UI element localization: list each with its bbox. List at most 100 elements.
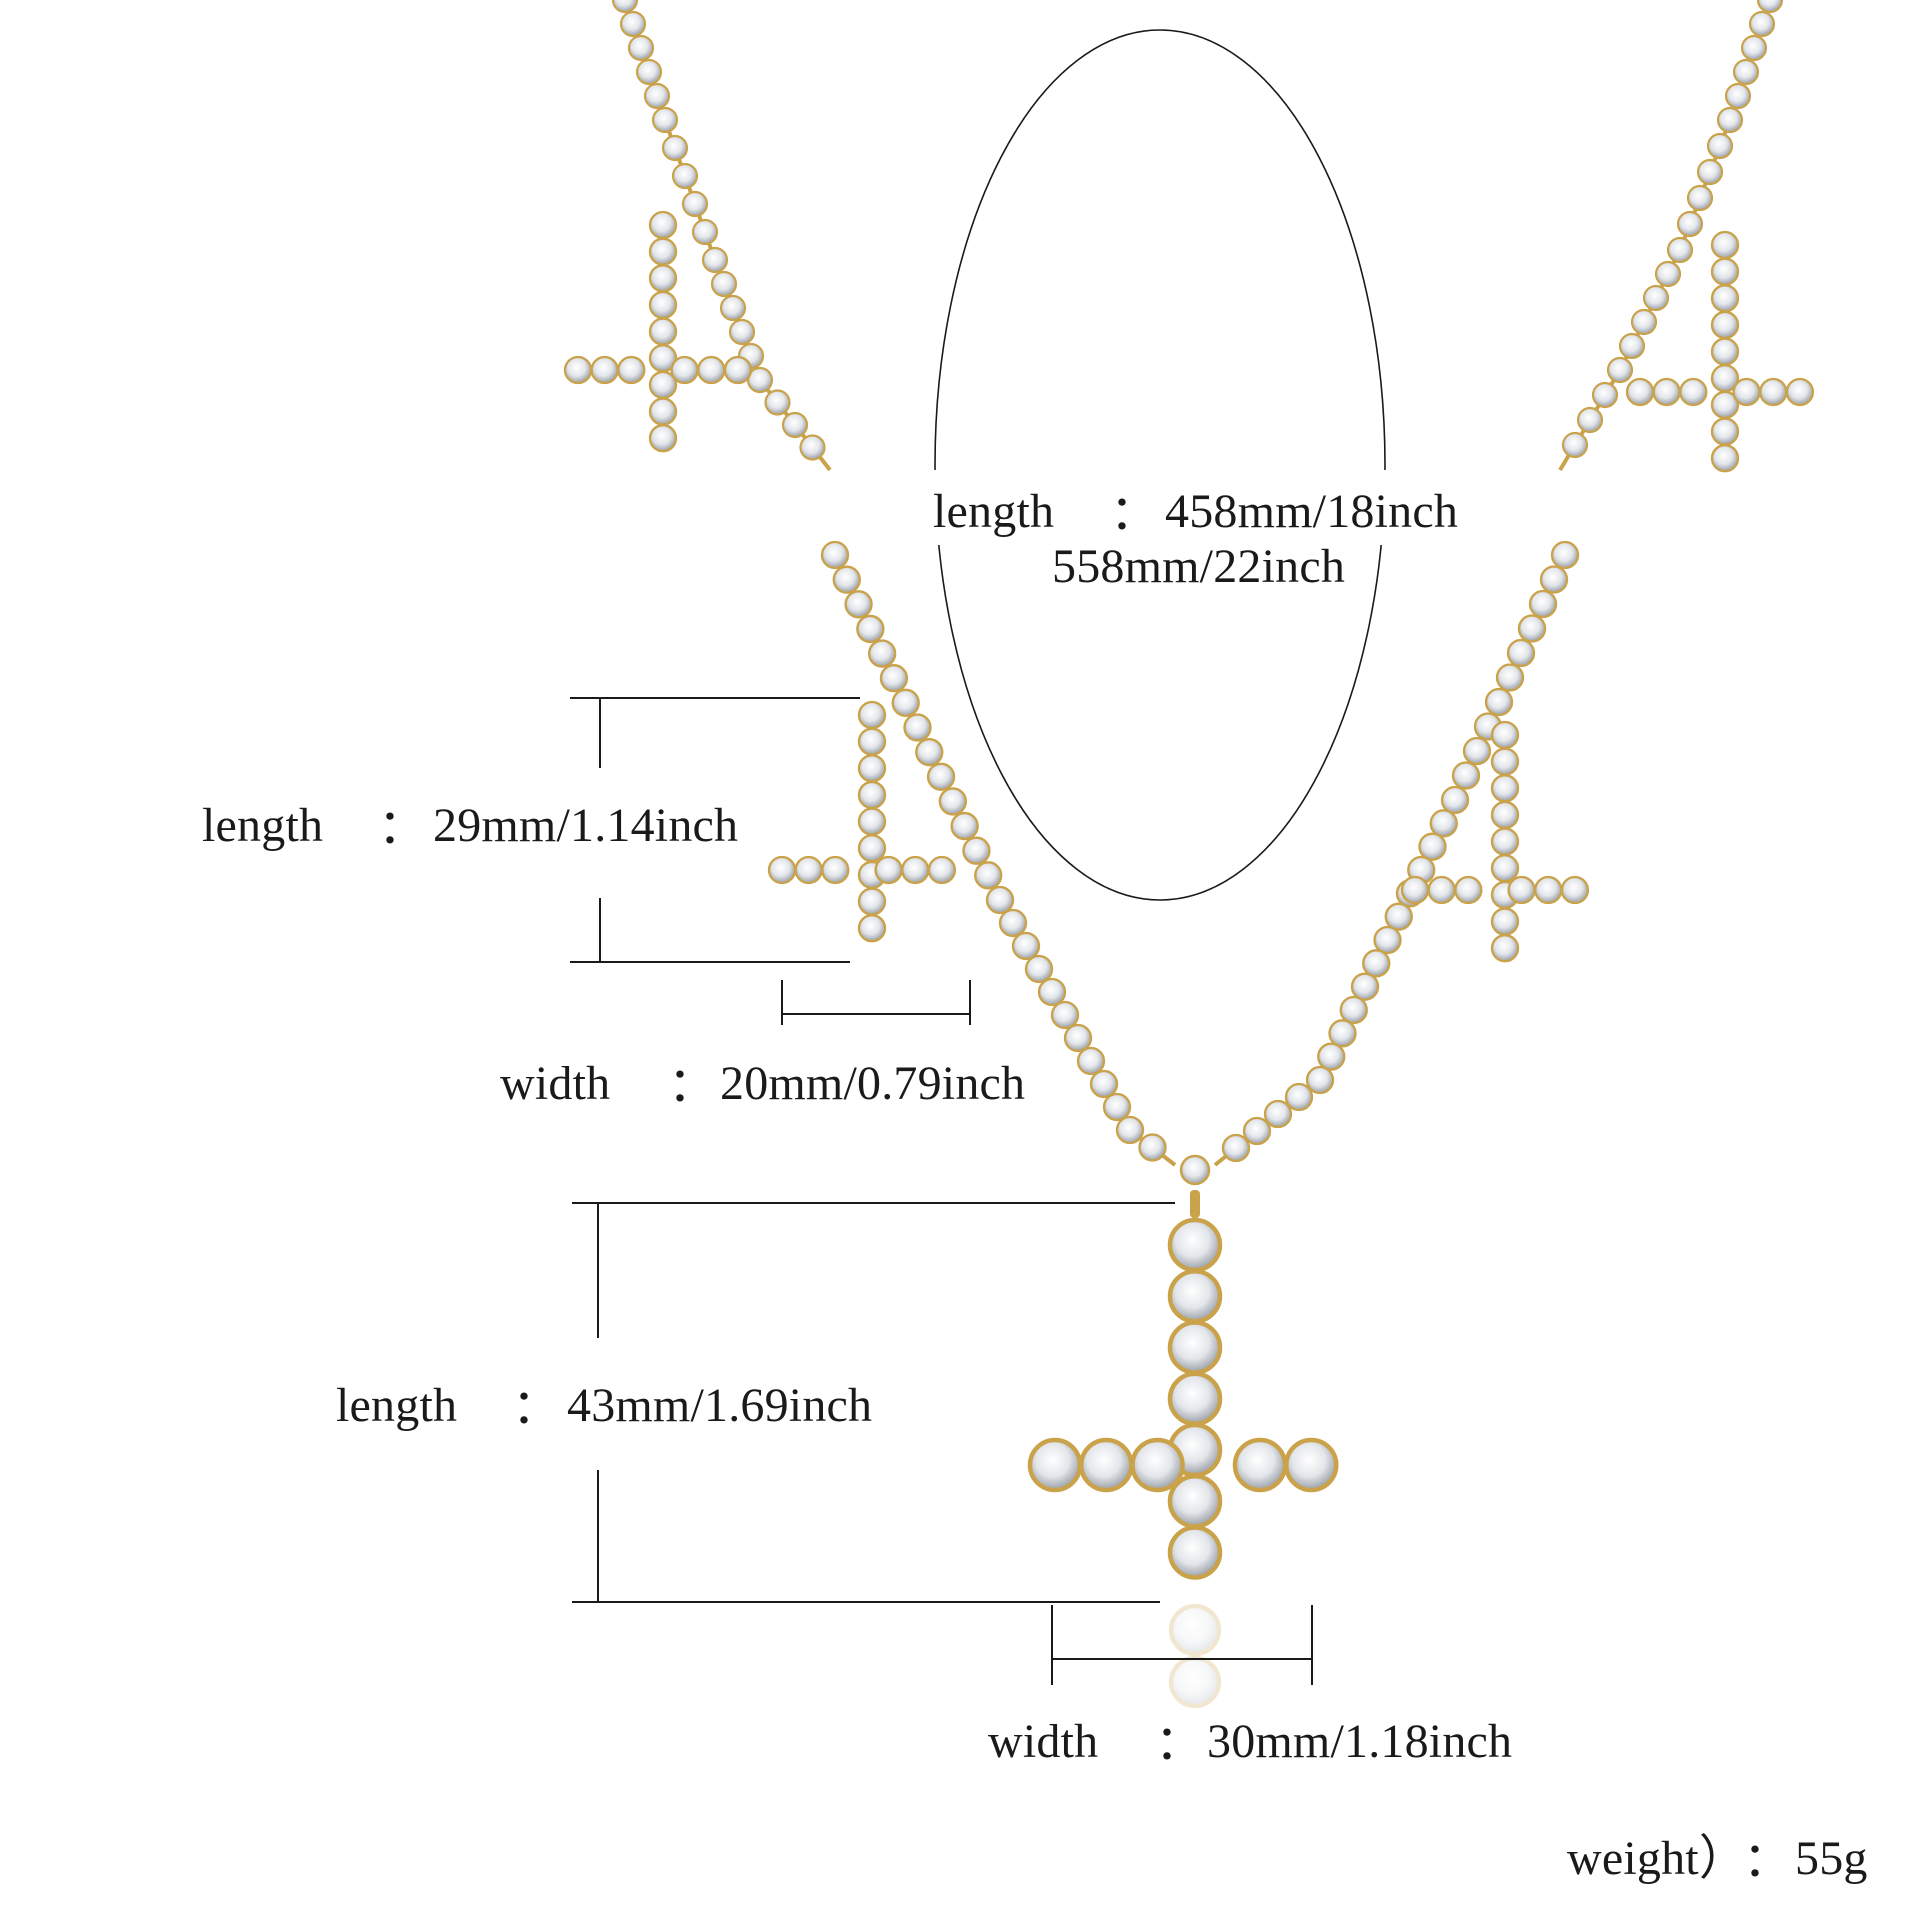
gem-stone <box>1400 875 1430 905</box>
gem-stone <box>1050 1000 1080 1030</box>
small-pendant-width-sep: ： <box>668 1059 717 1112</box>
gem-stone <box>648 424 678 453</box>
gem-stone <box>691 218 719 246</box>
gem-stone <box>1462 736 1492 766</box>
gem-stone <box>974 861 1003 890</box>
gem-stone <box>1339 995 1368 1025</box>
weight-value: 55g <box>1795 1832 1868 1885</box>
gem-stone <box>820 540 850 570</box>
gem-stone <box>1102 1092 1132 1122</box>
gem-stone <box>1710 230 1740 260</box>
gem-stone <box>1232 1437 1288 1493</box>
gem-stone <box>1024 954 1054 984</box>
gem-stone <box>1167 1217 1223 1273</box>
gem-stone <box>1490 720 1520 750</box>
gem-stone <box>1138 1133 1167 1162</box>
chain-length-value-1: 458mm/18inch <box>1165 485 1459 538</box>
gem-stone <box>1168 1655 1222 1709</box>
gem-stone <box>1710 417 1740 446</box>
gem-stone <box>1305 1065 1335 1095</box>
gem-stone <box>1130 1437 1185 1493</box>
gem-stone <box>1167 1320 1223 1375</box>
gem-stone <box>1418 832 1447 861</box>
middle-right-cross-charm <box>1400 720 1590 963</box>
gem-stone <box>1550 540 1580 570</box>
chain-length-sep: ： <box>1110 487 1159 540</box>
gem-stone <box>1710 284 1740 313</box>
gem-stone <box>651 106 679 134</box>
pendant-reflection <box>1168 1603 1222 1709</box>
gem-stone <box>1539 565 1569 594</box>
gem-stone <box>1759 377 1788 407</box>
gem-stone <box>1686 184 1714 212</box>
gem-stone <box>1576 406 1604 434</box>
gem-stone <box>1561 431 1589 459</box>
gem-stone <box>857 807 887 836</box>
gem-stone <box>1625 377 1655 407</box>
gem-stone <box>1696 158 1724 186</box>
gem-stone <box>1454 875 1483 905</box>
gem-stone <box>767 855 797 885</box>
gem-stone <box>1490 854 1520 883</box>
small-pendant-length-value: 29mm/1.14inch <box>433 799 739 852</box>
gem-stone <box>1484 687 1514 717</box>
main-chain <box>767 540 1590 1709</box>
gem-stone <box>867 639 897 668</box>
large-pendant-width-label: width <box>988 1715 1099 1768</box>
gem-stone <box>1167 1474 1223 1529</box>
gem-stone <box>1167 1525 1223 1580</box>
gem-stone <box>1284 1082 1314 1112</box>
gem-stone <box>648 317 678 346</box>
gem-stone <box>1490 800 1520 830</box>
gem-stone <box>857 700 887 730</box>
small-pendant-width-value: 20mm/0.79inch <box>720 1057 1026 1110</box>
gem-stone <box>670 355 699 385</box>
gem-stone <box>1676 210 1704 238</box>
gem-stone <box>856 614 885 644</box>
gem-stone <box>681 190 709 218</box>
gem-stone <box>1284 1437 1339 1493</box>
gem-stone <box>1242 1116 1272 1146</box>
gem-stone <box>985 885 1015 915</box>
dimension-lines <box>570 697 1313 1685</box>
gem-stone <box>671 162 699 190</box>
gem-stone <box>1732 58 1760 86</box>
gem-stone <box>648 237 678 266</box>
gem-stone <box>1710 337 1740 366</box>
gem-stone <box>1490 827 1520 856</box>
gem-stone <box>746 366 774 394</box>
gem-stone <box>1591 381 1619 409</box>
small-pendant-length-label: length <box>202 799 324 852</box>
gem-stone <box>799 434 826 461</box>
gem-stone <box>1560 875 1590 905</box>
gem-stone <box>1710 257 1740 286</box>
gem-stone <box>661 134 689 162</box>
gem-stone <box>1630 308 1658 336</box>
gem-stone <box>1507 875 1536 905</box>
gem-stone <box>1168 1603 1222 1657</box>
gem-stone <box>1373 925 1402 955</box>
weight-label: weight） <box>1567 1832 1748 1885</box>
gem-stone <box>1534 875 1563 905</box>
oval-label-mask <box>930 470 1470 545</box>
gem-stone <box>611 0 639 14</box>
large-pendant-length-value: 43mm/1.69inch <box>567 1379 873 1432</box>
gem-stone <box>1037 977 1067 1007</box>
gem-stone <box>1710 310 1740 340</box>
gem-stone <box>857 887 887 916</box>
gem-stone <box>874 855 903 885</box>
gem-stone <box>781 411 809 439</box>
top-left-cross-charm <box>563 210 753 453</box>
gem-stone <box>891 688 920 718</box>
gem-stone <box>1027 1437 1083 1493</box>
gem-stone <box>1490 747 1520 776</box>
top-right-chain-stones <box>1561 0 1784 459</box>
gem-stone <box>1740 34 1768 62</box>
gem-stone <box>1732 377 1761 407</box>
gem-stone <box>1115 1115 1145 1145</box>
gem-stone <box>1440 785 1470 815</box>
gem-stone <box>1490 934 1520 963</box>
gem-stone <box>1490 907 1520 936</box>
large-pendant-width-sep: ： <box>1155 1717 1204 1770</box>
gem-stone <box>1679 377 1708 407</box>
